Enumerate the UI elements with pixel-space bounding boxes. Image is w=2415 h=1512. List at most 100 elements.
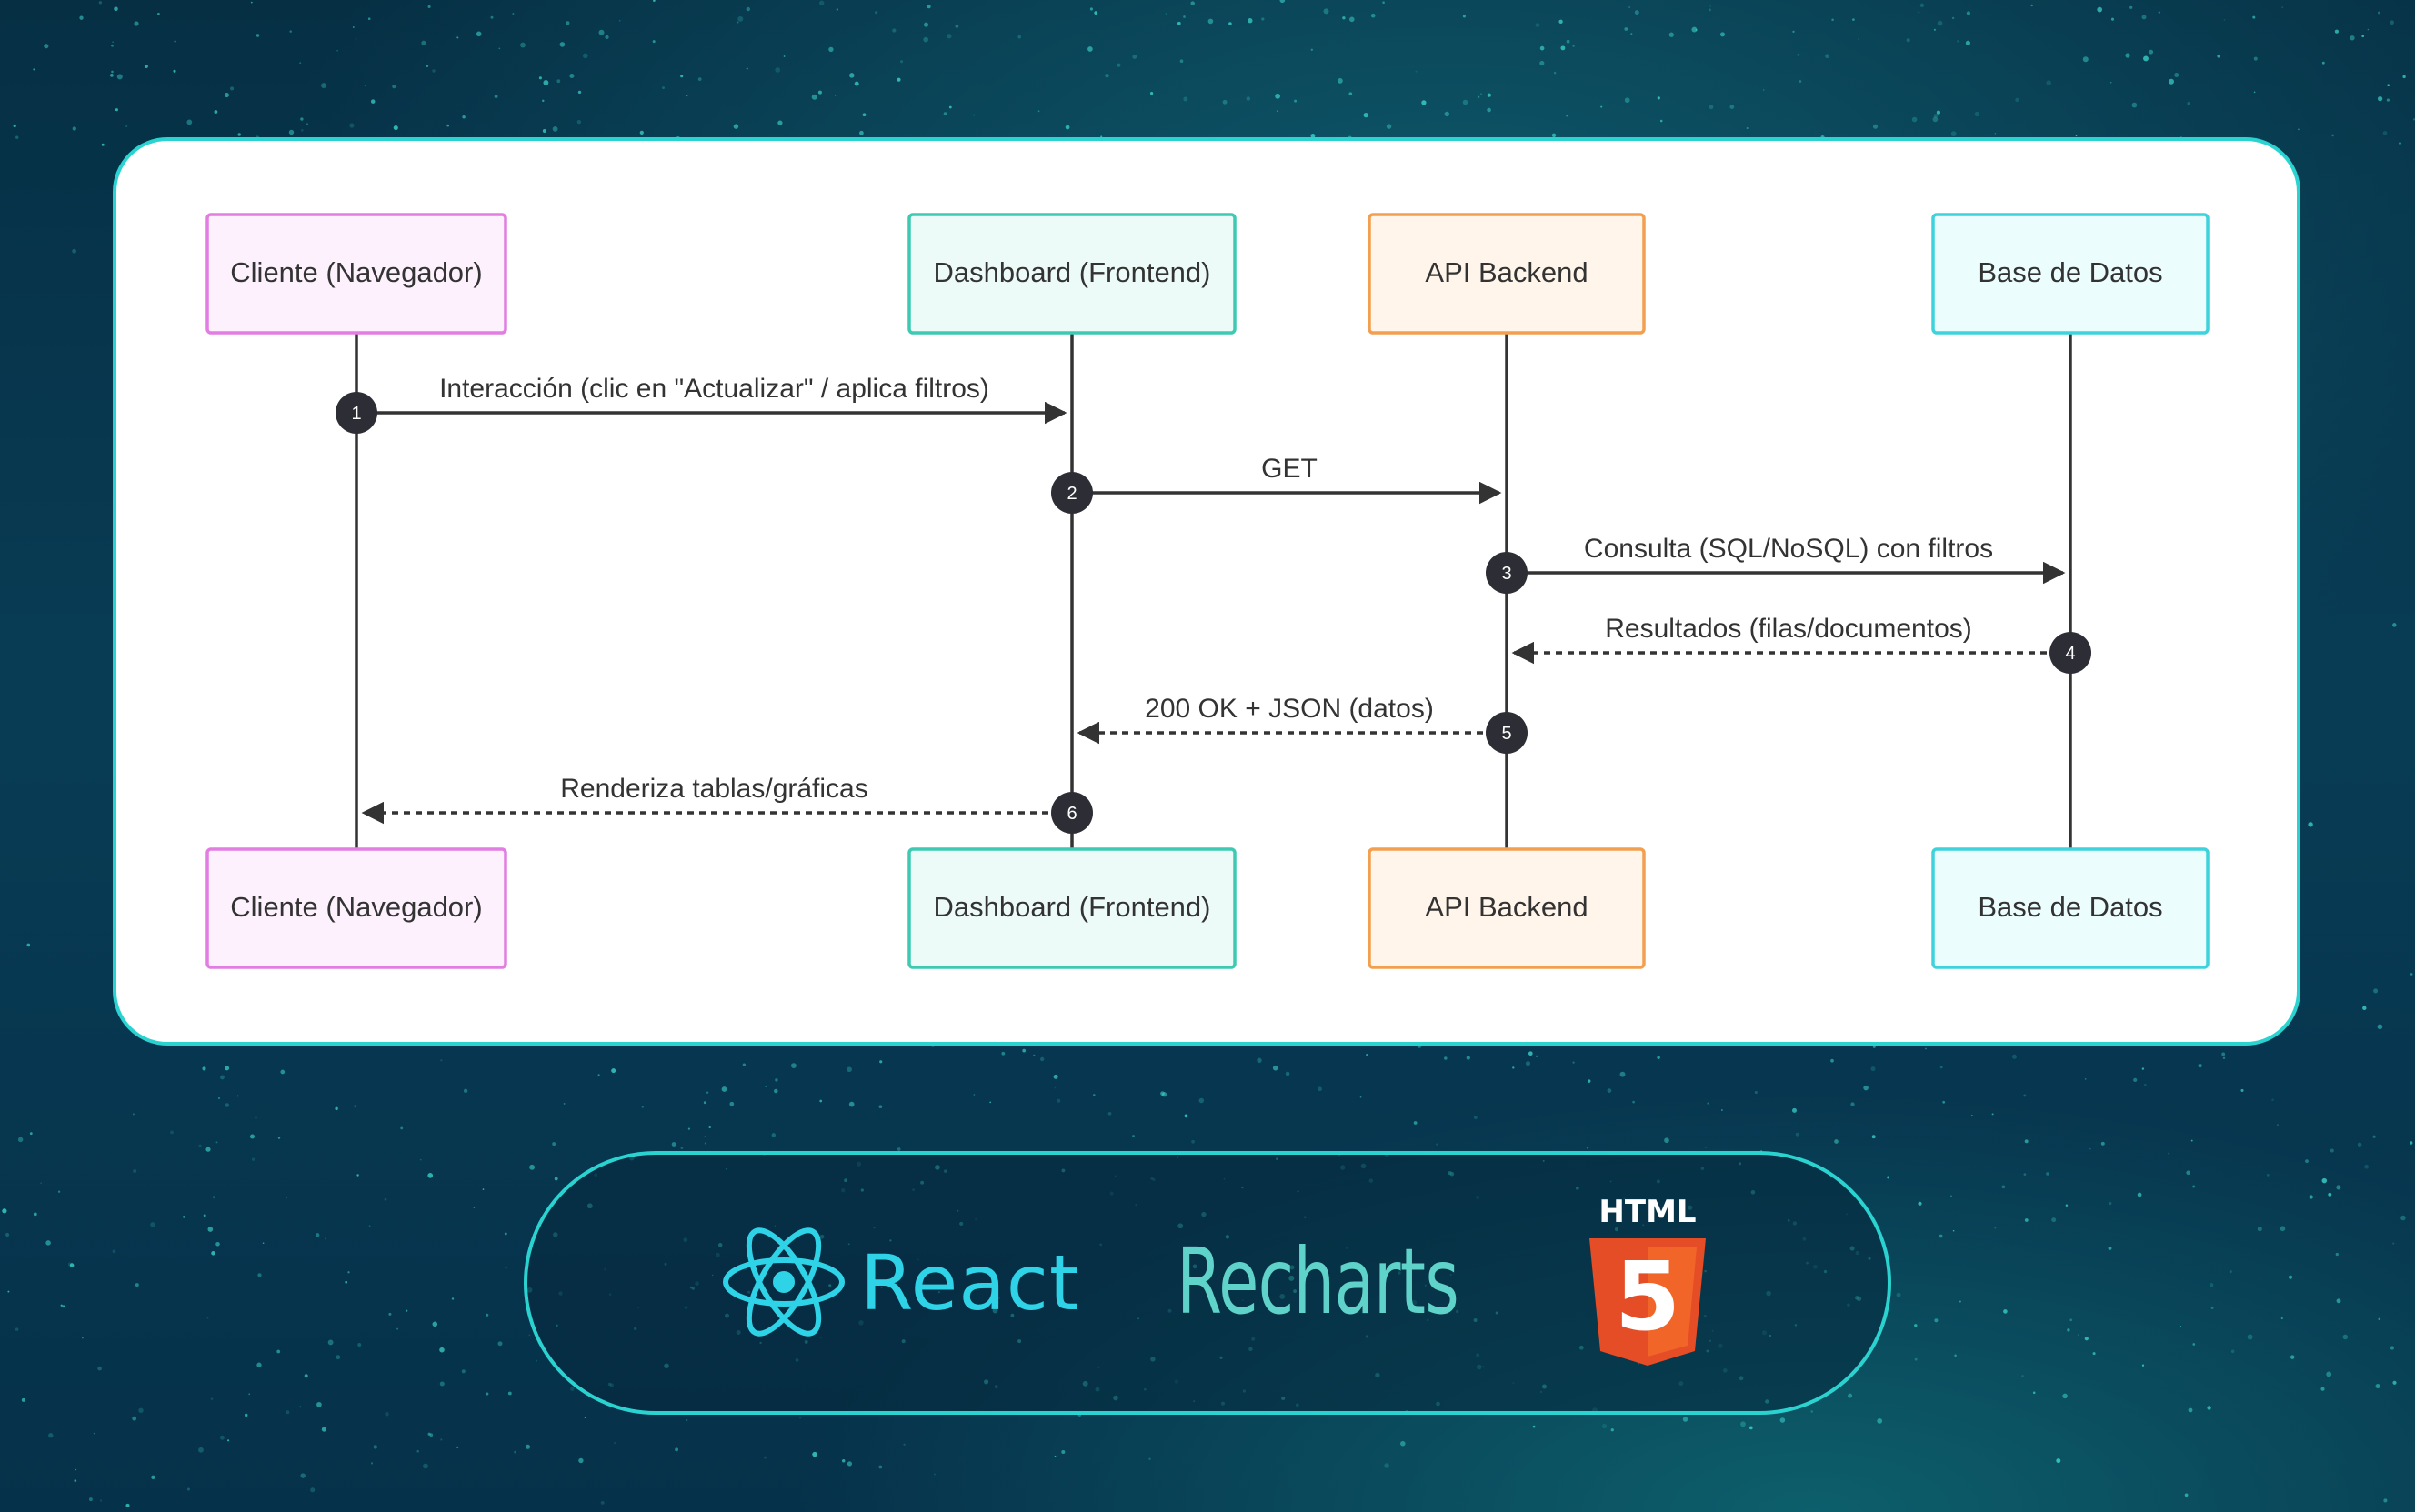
background-dot bbox=[847, 1066, 852, 1073]
background-dot bbox=[704, 1142, 706, 1145]
background-dot bbox=[2281, 6, 2284, 8]
message-4: Resultados (filas/documentos)4 bbox=[1511, 614, 2091, 674]
background-dot bbox=[250, 1, 253, 4]
background-dot bbox=[1707, 1102, 1709, 1105]
background-dot bbox=[2377, 95, 2383, 102]
background-dot bbox=[2223, 18, 2226, 21]
background-dot bbox=[21, 1397, 25, 1402]
participant-box bbox=[205, 213, 507, 335]
background-dot bbox=[1950, 1195, 1952, 1197]
background-dot bbox=[1061, 1449, 1066, 1455]
background-dot bbox=[277, 1137, 281, 1139]
background-dot bbox=[1473, 1116, 1478, 1119]
background-dot bbox=[1932, 116, 1939, 123]
background-dot bbox=[138, 1407, 144, 1414]
background-dot bbox=[286, 1197, 287, 1199]
background-dot bbox=[1959, 1300, 1961, 1303]
background-dot bbox=[327, 1339, 334, 1346]
background-dot bbox=[349, 123, 355, 128]
background-dot bbox=[429, 1433, 434, 1437]
background-dot bbox=[1444, 1056, 1448, 1060]
background-dot bbox=[765, 1085, 767, 1087]
background-dot bbox=[72, 248, 76, 254]
background-dot bbox=[1275, 93, 1281, 99]
background-dot bbox=[1600, 105, 1603, 108]
background-dot bbox=[1830, 1058, 1834, 1063]
background-dot bbox=[2377, 1024, 2383, 1030]
background-dot bbox=[598, 29, 605, 35]
background-dot bbox=[427, 1432, 431, 1436]
background-dot bbox=[473, 1207, 476, 1208]
participant-box bbox=[1368, 847, 1646, 969]
background-dot bbox=[1918, 11, 1920, 14]
background-dot bbox=[2367, 28, 2370, 31]
background-dot bbox=[248, 1393, 251, 1396]
background-dot bbox=[1634, 10, 1639, 15]
message-5: 200 OK + JSON (datos)5 bbox=[1077, 694, 1528, 754]
background-dot bbox=[224, 93, 229, 98]
background-dot bbox=[1914, 1357, 1918, 1361]
background-dot bbox=[1093, 1094, 1096, 1096]
background-dot bbox=[1619, 1071, 1626, 1077]
background-dot bbox=[44, 44, 49, 49]
background-dot bbox=[1551, 133, 1557, 137]
background-dot bbox=[419, 1158, 422, 1161]
background-dot bbox=[799, 1417, 802, 1419]
background-dot bbox=[955, 25, 959, 28]
background-dot bbox=[2266, 1174, 2270, 1177]
background-dot bbox=[973, 114, 976, 116]
background-dot bbox=[686, 95, 688, 97]
background-dot bbox=[2141, 1067, 2145, 1070]
background-dot bbox=[262, 1242, 265, 1245]
message-label: Resultados (filas/documentos) bbox=[1605, 614, 1972, 644]
background-dot bbox=[818, 0, 825, 6]
background-dot bbox=[423, 1463, 428, 1469]
background-dot bbox=[1965, 40, 1970, 45]
background-dot bbox=[1177, 21, 1181, 25]
step-number: 1 bbox=[351, 404, 361, 424]
background-dot bbox=[879, 1060, 883, 1064]
background-dot bbox=[848, 1101, 855, 1107]
background-dot bbox=[2003, 1309, 2008, 1314]
background-dot bbox=[849, 73, 855, 78]
background-dot bbox=[2065, 1204, 2069, 1207]
background-dot bbox=[236, 1095, 239, 1097]
background-dot bbox=[2001, 1185, 2006, 1189]
background-dot bbox=[1272, 1065, 1278, 1071]
background-dot bbox=[1382, 1, 1385, 4]
background-dot bbox=[101, 143, 105, 146]
background-dot bbox=[2108, 1246, 2112, 1250]
background-dot bbox=[1279, 0, 1286, 4]
background-dot bbox=[384, 1197, 387, 1201]
background-dot bbox=[2382, 131, 2388, 135]
html5-shield-icon: HTML 5 bbox=[1589, 1194, 1706, 1366]
background-dot bbox=[708, 1126, 711, 1129]
background-dot bbox=[2229, 1270, 2232, 1274]
background-dot bbox=[1413, 1121, 1418, 1125]
background-dot bbox=[1183, 15, 1186, 18]
background-dot bbox=[299, 1406, 302, 1408]
background-dot bbox=[226, 1439, 230, 1442]
background-dot bbox=[2190, 1139, 2193, 1142]
background-dot bbox=[2373, 988, 2379, 994]
background-dot bbox=[2051, 1217, 2057, 1223]
background-dot bbox=[2023, 1094, 2027, 1097]
background-dot bbox=[1729, 105, 1735, 109]
background-dot bbox=[1190, 1, 1195, 5]
background-dot bbox=[280, 1069, 286, 1075]
background-dot bbox=[790, 1063, 797, 1069]
background-dot bbox=[1624, 97, 1630, 104]
background-dot bbox=[2253, 91, 2256, 94]
background-dot bbox=[1799, 80, 1802, 83]
background-dot bbox=[1871, 1135, 1876, 1139]
background-dot bbox=[357, 1343, 362, 1347]
background-dot bbox=[1017, 35, 1021, 39]
background-dot bbox=[862, 113, 867, 117]
background-dot bbox=[686, 1418, 688, 1422]
background-dot bbox=[1858, 38, 1859, 40]
background-dot bbox=[2297, 128, 2300, 131]
participant-label: Dashboard (Frontend) bbox=[934, 891, 1211, 923]
participant-label: Base de Datos bbox=[1978, 891, 2162, 923]
background-dot bbox=[388, 1312, 392, 1316]
background-dot bbox=[1318, 1086, 1322, 1092]
